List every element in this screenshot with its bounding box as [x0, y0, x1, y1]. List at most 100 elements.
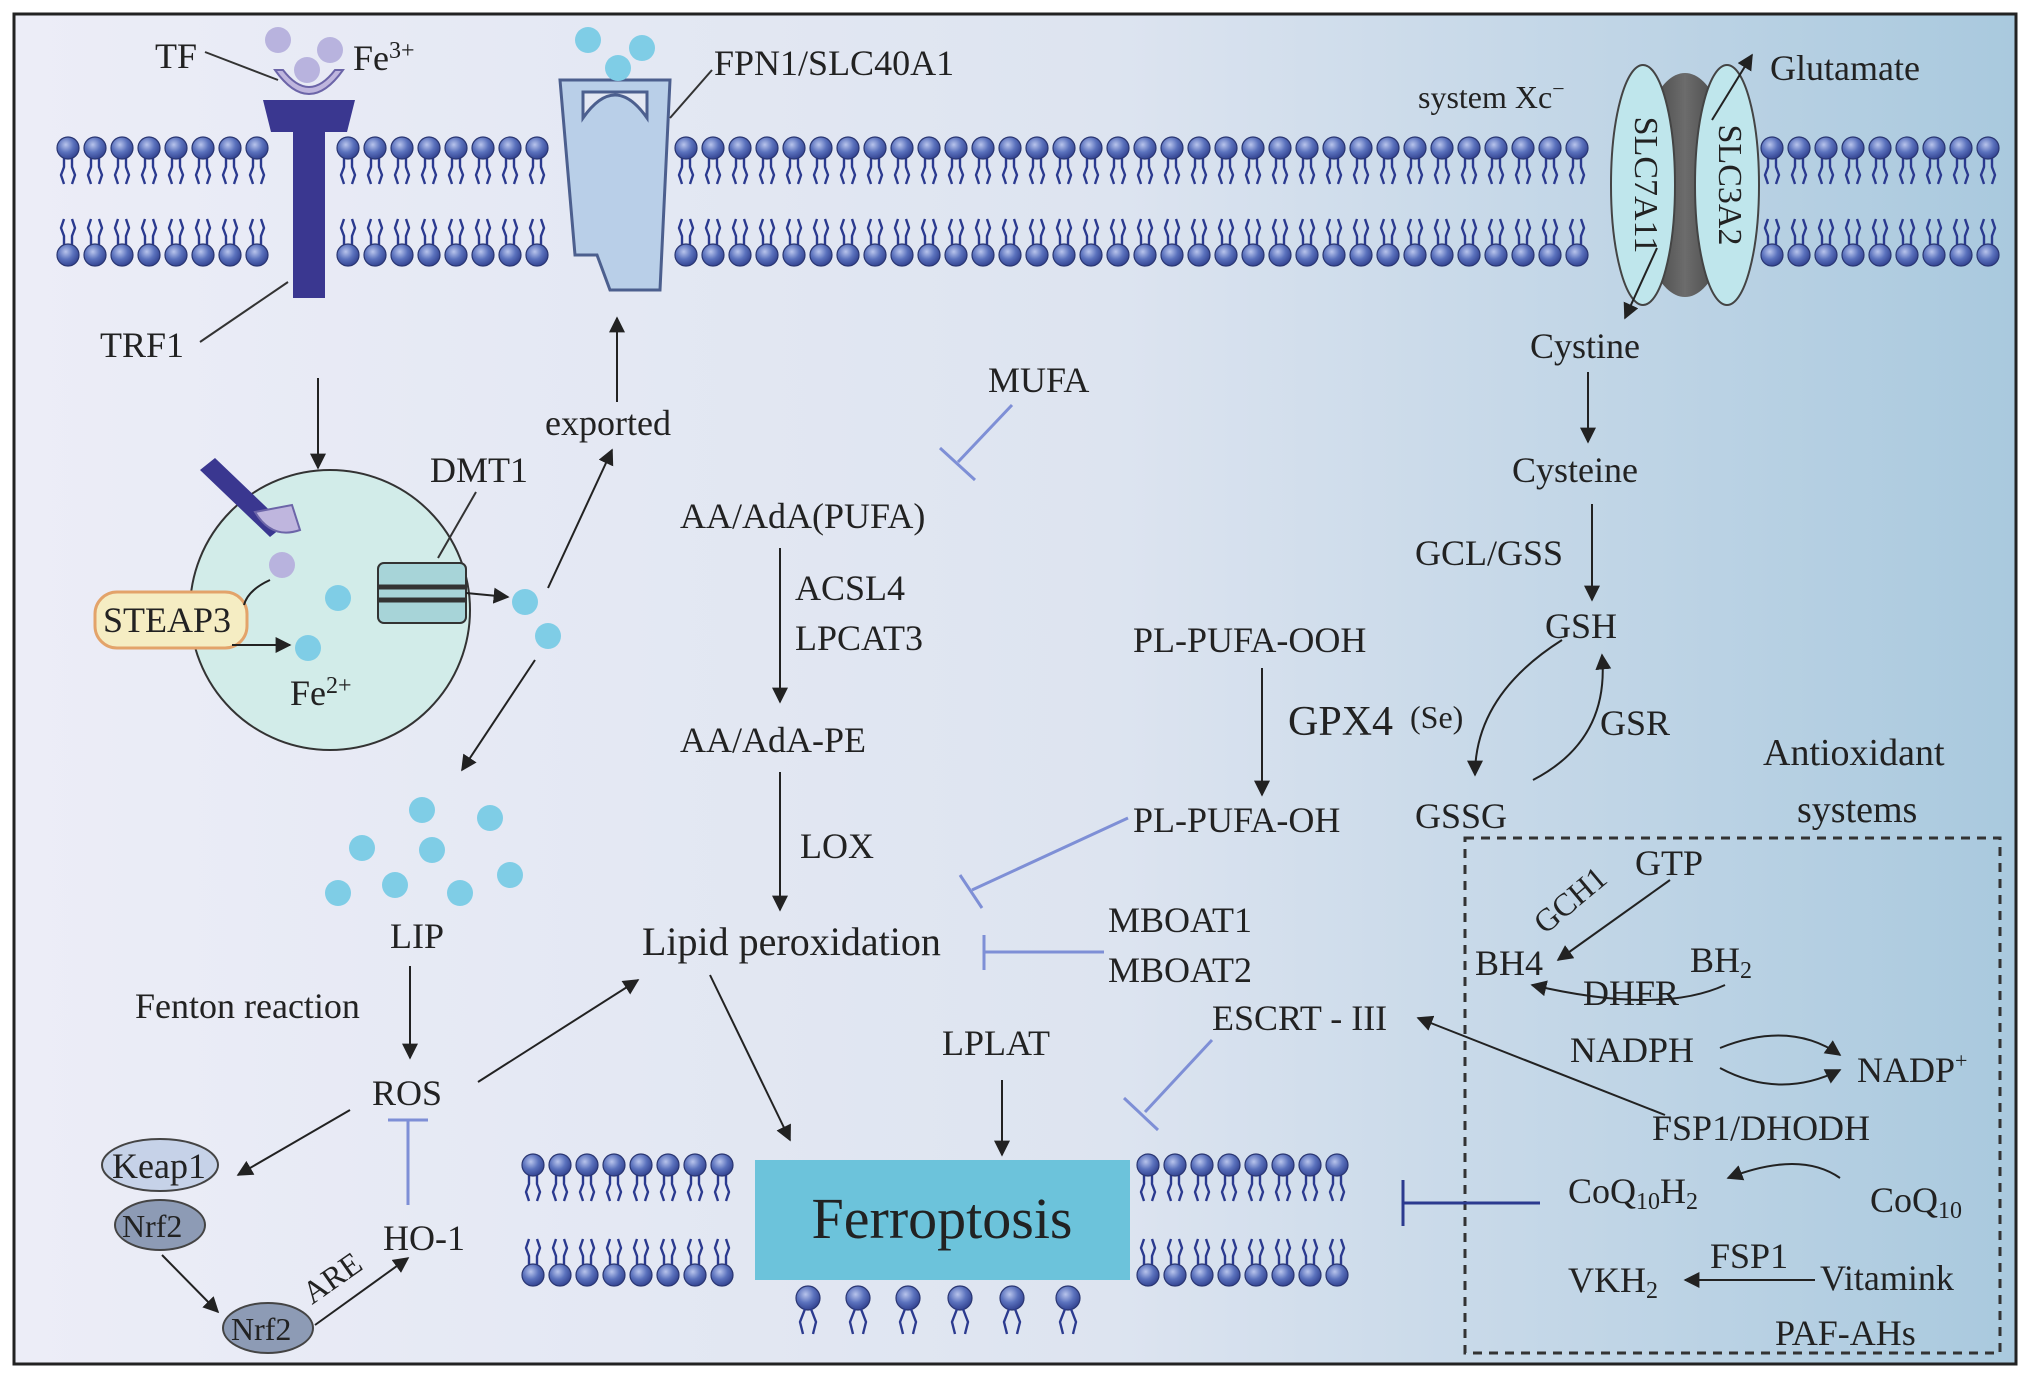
bh4-label: BH4	[1475, 943, 1543, 983]
fpn1-label: FPN1/SLC40A1	[714, 43, 954, 83]
keap1-oval	[101, 1138, 219, 1192]
pointer-trf1	[199, 281, 289, 343]
fe3-particle	[317, 37, 343, 63]
fe2-particle	[535, 623, 561, 649]
bh2-label: BH2	[1690, 940, 1752, 984]
gpx4-label: GPX4	[1288, 699, 1393, 745]
labile-iron-pool	[325, 797, 523, 906]
vkh2-label: VKH2	[1568, 1260, 1658, 1304]
glutamate-label: Glutamate	[1770, 48, 1920, 88]
bottom-membrane-right	[1136, 1153, 1349, 1287]
lip-label: LIP	[390, 916, 444, 956]
gsh-label: GSH	[1545, 606, 1617, 646]
arrow-iron-to-lip	[461, 659, 536, 772]
fe2-label: Fe2+	[290, 673, 352, 713]
lpcat3-label: LPCAT3	[795, 618, 923, 658]
gcl-gss-label: GCL/GSS	[1415, 533, 1563, 573]
vitamink-label: Vitamink	[1820, 1258, 1954, 1298]
arrow-gsh-to-gssg	[1467, 639, 1563, 777]
ferroptosis-label: Ferroptosis	[812, 1186, 1073, 1251]
gsr-label: GSR	[1600, 703, 1670, 743]
fe2-particle	[325, 585, 351, 611]
arrow-fsp1-to-escrt	[1416, 1015, 1666, 1116]
fsp1-label: FSP1	[1710, 1236, 1788, 1276]
nadp-label: NADP+	[1857, 1048, 1967, 1090]
nrf2-top-oval	[114, 1199, 206, 1251]
fe3-particle	[269, 552, 295, 578]
arrow-lipid-peroxidation-to-ferroptosis	[709, 974, 791, 1142]
top-membrane	[56, 136, 2000, 267]
dhfr-label: DHFR	[1583, 973, 1679, 1013]
tf-label: TF	[155, 36, 197, 76]
gssg-label: GSSG	[1415, 796, 1507, 836]
activation-arrows	[161, 53, 1842, 1326]
arrow-ros-to-keap1	[236, 1109, 351, 1176]
system-xc-label: system Xc−	[1418, 76, 1565, 115]
arrow-steap3-from-fe3	[243, 579, 271, 606]
slc3a2-label: SLC3A2	[1711, 125, 1748, 246]
arrow-ros-to-lipid-peroxidation	[477, 979, 640, 1083]
inhibit-pl-pufa-oh	[971, 816, 1129, 892]
paf-ahs-label: PAF-AHs	[1775, 1313, 1916, 1353]
fe3-particle	[265, 27, 291, 53]
coq10-label: CoQ10	[1870, 1180, 1962, 1224]
nadph-label: NADPH	[1570, 1030, 1694, 1070]
se-label: (Se)	[1410, 699, 1463, 735]
gtp-label: GTP	[1635, 843, 1703, 883]
trf1-label: TRF1	[100, 325, 184, 365]
fenton-reaction-label: Fenton reaction	[135, 986, 360, 1026]
cysteine-label: Cysteine	[1512, 450, 1638, 490]
pl-pufa-oh-label: PL-PUFA-OH	[1133, 800, 1340, 840]
steap3-box	[93, 590, 249, 650]
arrow-coq10-to-coq10h2	[1726, 1163, 1841, 1181]
ho1-label: HO-1	[383, 1218, 465, 1258]
trf1-receptor	[263, 69, 355, 298]
endosome-receptor	[200, 458, 302, 537]
inhibit-escrt	[1143, 1038, 1214, 1114]
escrt-label: ESCRT - III	[1212, 998, 1387, 1038]
ferroptosis-box	[755, 1160, 1130, 1280]
mboat2-label: MBOAT2	[1108, 950, 1252, 990]
arrow-gssg-to-gsh	[1532, 653, 1612, 781]
nrf2-top-label: Nrf2	[122, 1208, 182, 1244]
fe2-particle	[575, 27, 601, 53]
bottom-membrane-left	[521, 1153, 734, 1287]
inhibition-lines	[388, 403, 1214, 1205]
fe2-particle	[512, 589, 538, 615]
arrow-iron-to-exported	[547, 448, 614, 589]
system-xc-transporter	[1610, 64, 1760, 306]
fe3-particle	[294, 57, 320, 83]
ros-label: ROS	[372, 1073, 442, 1113]
antioxidant-title-line1: Antioxidant	[1763, 732, 1945, 774]
pointer-dmt1	[437, 491, 477, 559]
fpn1-transporter	[558, 78, 672, 292]
dmt1-channel	[377, 562, 467, 624]
label-pointer-lines	[199, 51, 713, 559]
fe2-particle	[629, 35, 655, 61]
fsp1-dhodh-label: FSP1/DHODH	[1652, 1108, 1870, 1148]
arrow-are-to-ho1	[314, 1257, 410, 1326]
arrow-nadp-to-nadph	[1719, 1067, 1842, 1086]
antioxidant-systems-box	[1463, 836, 2002, 1355]
lox-label: LOX	[800, 826, 874, 866]
arrow-xc-cystine-in	[1623, 247, 1658, 320]
arrow-xc-glutamate-out	[1711, 53, 1753, 121]
acsl4-label: ACSL4	[795, 568, 905, 608]
released-lipids	[795, 1285, 1081, 1335]
nrf2-bottom-oval	[222, 1302, 314, 1354]
arrow-nadph-to-nadp	[1719, 1034, 1842, 1056]
pointer-fpn1	[669, 69, 713, 119]
aa-pufa-label: AA/AdA(PUFA)	[680, 496, 925, 536]
lplat-label: LPLAT	[942, 1023, 1050, 1063]
keap1-label: Keap1	[112, 1146, 206, 1186]
coq10h2-inhibition	[1401, 1180, 1540, 1226]
arrow-dmt1-iron-out	[465, 587, 510, 604]
fe2-particle	[605, 55, 631, 81]
slc7a11-label: SLC7A11	[1627, 117, 1664, 254]
fe3-label: Fe3+	[353, 38, 415, 78]
inhibit-mufa	[956, 403, 1014, 464]
pointer-tf	[204, 51, 279, 81]
arrow-bh2-to-bh4	[1530, 980, 1726, 1001]
pl-pufa-ooh-label: PL-PUFA-OOH	[1133, 620, 1366, 660]
